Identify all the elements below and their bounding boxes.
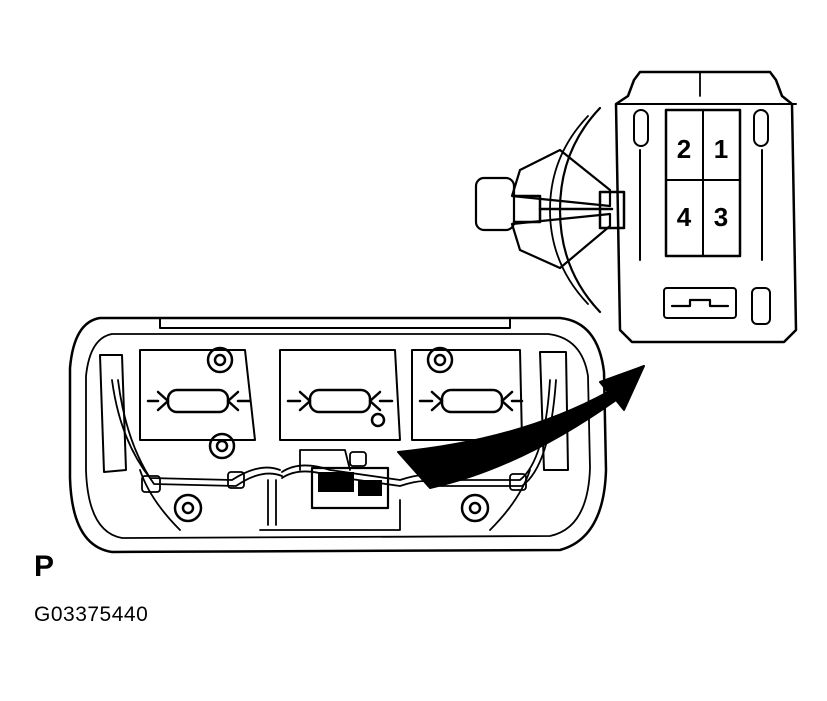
pin-number-2: 2 — [677, 134, 691, 164]
connector-icon — [474, 70, 798, 344]
pin-number-4: 4 — [677, 202, 692, 232]
bulb-icon — [146, 388, 524, 414]
figure-id: G03375440 — [34, 603, 149, 626]
arrow-icon — [397, 365, 645, 489]
housing-connector-icon — [310, 466, 390, 510]
pin-number-1: 1 — [714, 134, 728, 164]
connector-label: P — [34, 550, 55, 583]
pin-number-3: 3 — [714, 202, 728, 232]
housing-icon — [68, 316, 608, 554]
